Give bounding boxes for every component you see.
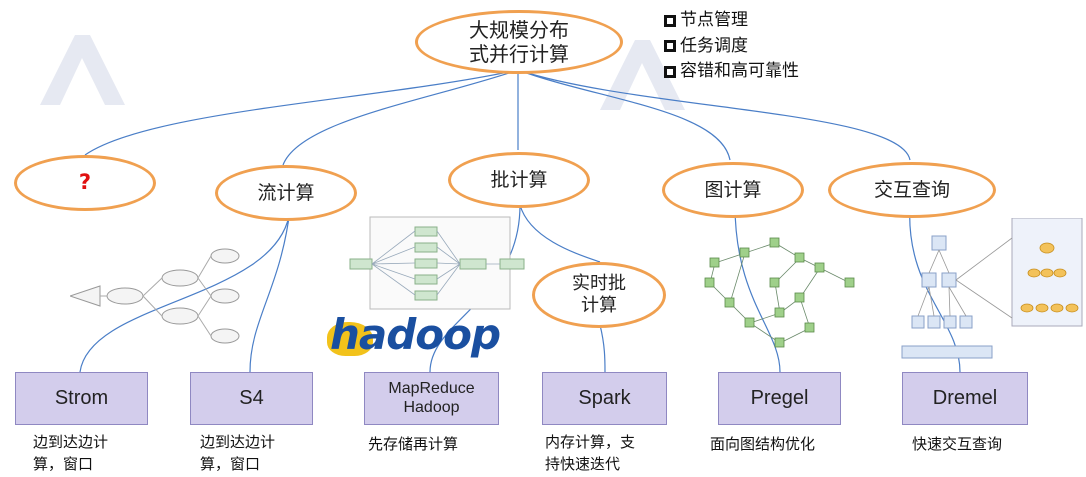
- link-root-stream: [282, 69, 519, 166]
- pregel-description: 面向图结构优化: [710, 435, 816, 453]
- hadoop-logo: hadoop: [330, 310, 501, 359]
- category-unknown: ?: [14, 155, 156, 211]
- s4-description: 边到达边计 算，窗口: [200, 433, 276, 473]
- spark-description: 内存计算，支 持快速迭代: [545, 433, 636, 473]
- category-realtime-batch: 实时批 计算: [532, 262, 666, 328]
- graph-network-thumbnail: [704, 237, 855, 348]
- link-root-unknown: [84, 69, 519, 156]
- category-stream: 流计算: [215, 165, 357, 221]
- hadoop-elephant-icon: [327, 322, 373, 356]
- category-interactive: 交互查询: [828, 162, 996, 218]
- feature-list: 节点管理 任务调度 容错和高可靠性: [664, 8, 799, 85]
- square-bullet-icon: [664, 14, 676, 27]
- system-spark: Spark: [542, 372, 667, 425]
- category-graph: 图计算: [662, 162, 804, 218]
- system-dremel: Dremel: [902, 372, 1028, 425]
- square-bullet-icon: [664, 65, 676, 78]
- link-stream-s4: [249, 209, 291, 373]
- system-strom: Strom: [15, 372, 148, 425]
- root-ellipse: 大规模分布 式并行计算: [415, 10, 623, 74]
- system-pregel: Pregel: [718, 372, 841, 425]
- feature-item: 节点管理: [664, 8, 799, 34]
- mapreduce-diagram-thumbnail: [349, 216, 525, 310]
- query-tree-thumbnail: [901, 218, 1083, 359]
- watermark-logo-left: [30, 30, 140, 110]
- system-s4: S4: [190, 372, 313, 425]
- feature-item: 任务调度: [664, 34, 799, 60]
- dremel-description: 快速交互查询: [912, 435, 1003, 453]
- feature-item: 容错和高可靠性: [664, 59, 799, 85]
- mapreduce-description: 先存储再计算: [368, 435, 459, 453]
- link-batch-realtime: [519, 204, 601, 263]
- stream-topology-thumbnail: [70, 248, 240, 344]
- system-mapreduce-hadoop: MapReduce Hadoop: [364, 372, 499, 425]
- square-bullet-icon: [664, 40, 676, 53]
- strom-description: 边到达边计 算，窗口: [33, 433, 109, 473]
- link-realtime-spark: [599, 324, 606, 373]
- category-batch: 批计算: [448, 152, 590, 208]
